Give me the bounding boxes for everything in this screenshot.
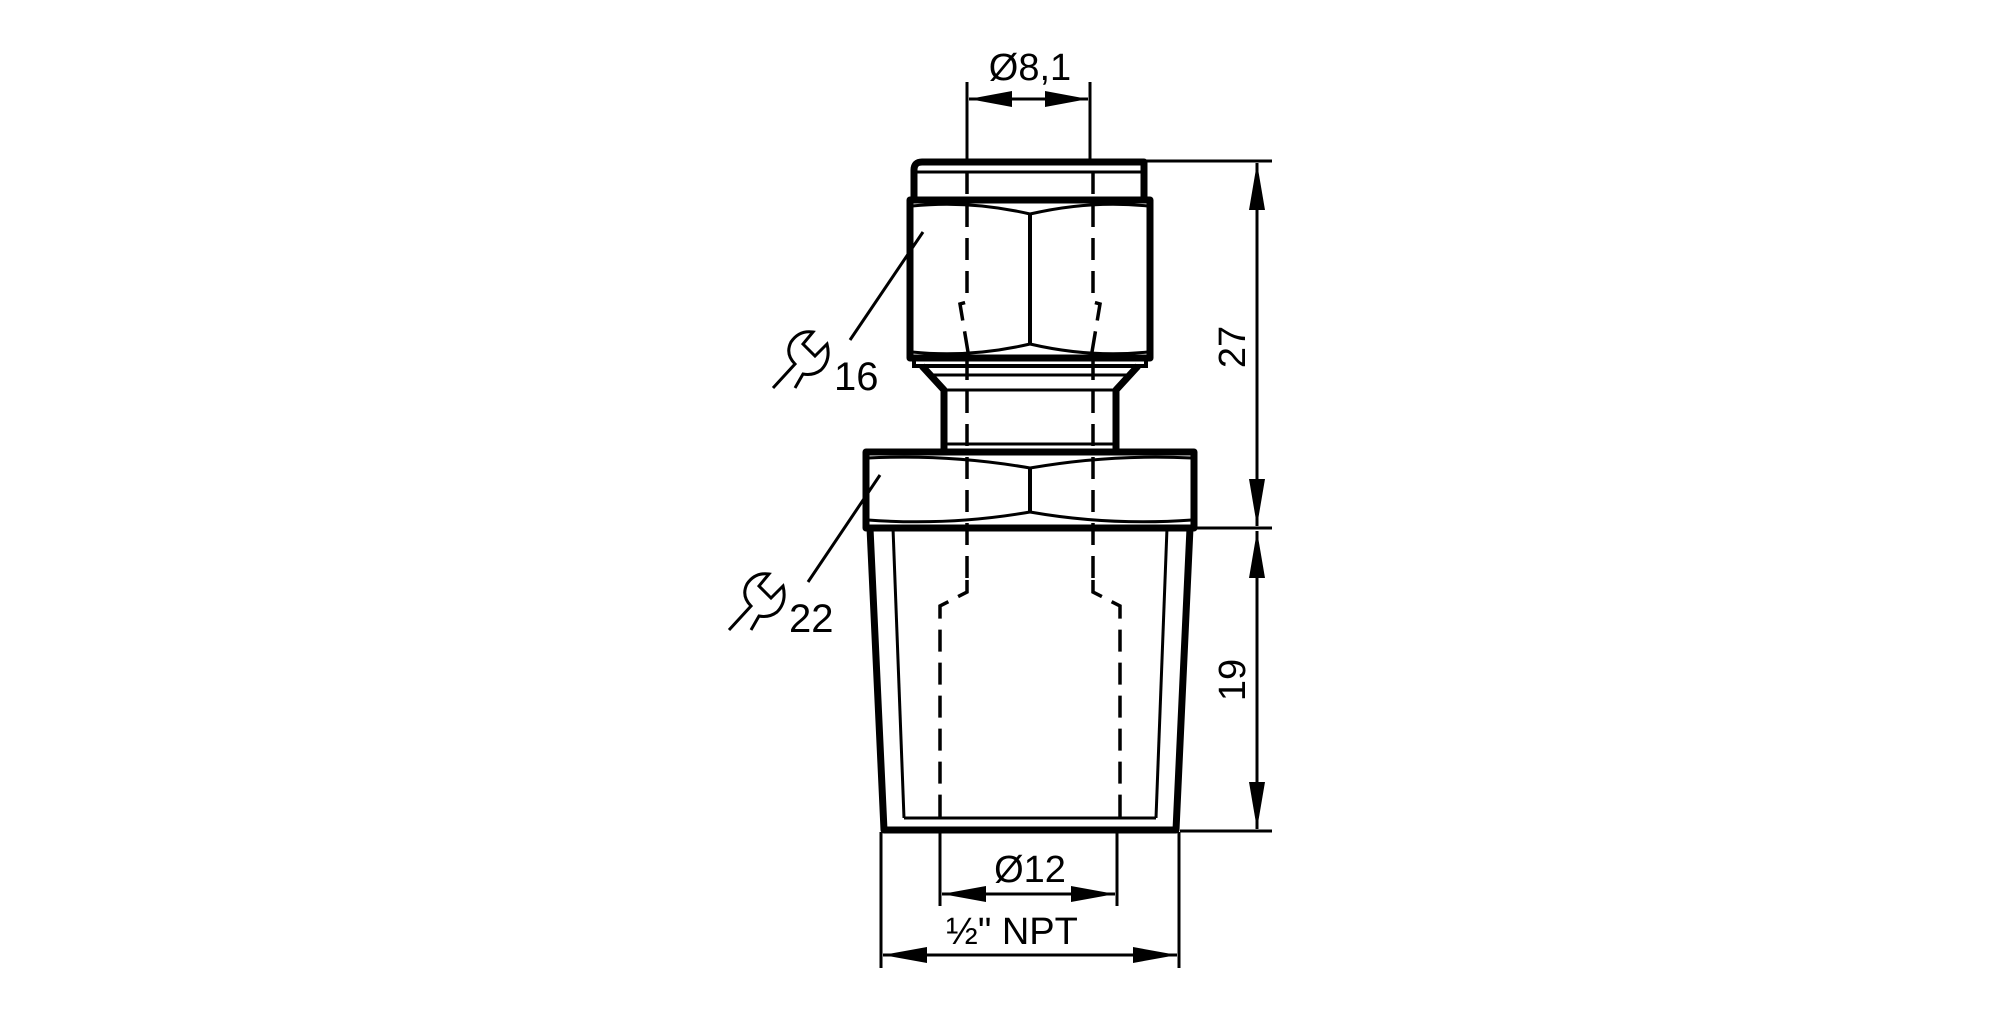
thread-label: ½" NPT — [946, 911, 1078, 953]
lower-hex-body — [862, 448, 1198, 532]
wrench-size-22: 22 — [789, 597, 834, 641]
wrench-size-upper: 16 — [771, 231, 925, 399]
wrench-icon — [771, 330, 830, 390]
bore-bottom-label: Ø12 — [994, 849, 1066, 891]
upper-cap — [910, 158, 1148, 200]
bore-top-label: Ø8,1 — [989, 47, 1071, 89]
dimension-height-lower: 19 — [1180, 531, 1272, 833]
dimension-bore-top: Ø8,1 — [965, 47, 1092, 160]
wrench-size-16: 16 — [834, 355, 879, 399]
wrench-icon — [727, 572, 786, 632]
dimension-thread: ½" NPT — [879, 832, 1181, 968]
npt-thread-section — [866, 527, 1194, 834]
height-upper-label: 27 — [1212, 326, 1254, 368]
hidden-bore-lines — [938, 172, 1122, 830]
height-lower-label: 19 — [1212, 659, 1254, 701]
upper-hex-nut — [906, 196, 1154, 368]
dimension-bore-bottom: Ø12 — [938, 832, 1119, 906]
neck — [919, 363, 1141, 450]
wrench-size-lower: 22 — [727, 474, 882, 641]
dimension-height-upper: 27 — [1146, 159, 1272, 530]
